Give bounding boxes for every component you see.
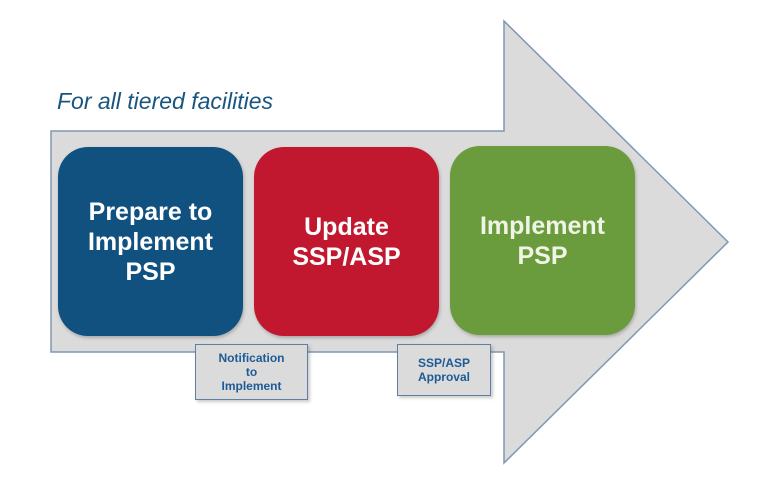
diagram-caption: For all tiered facilities (57, 88, 274, 114)
milestone-ssp-asp-approval: SSP/ASP Approval (397, 344, 491, 396)
stage-implement-psp: Implement PSP (450, 146, 635, 335)
stage-prepare-to-implement-psp: Prepare to Implement PSP (58, 147, 243, 336)
milestone-notification-to-implement: Notification to Implement (195, 344, 308, 400)
stage-update-ssp-asp: Update SSP/ASP (254, 147, 439, 336)
